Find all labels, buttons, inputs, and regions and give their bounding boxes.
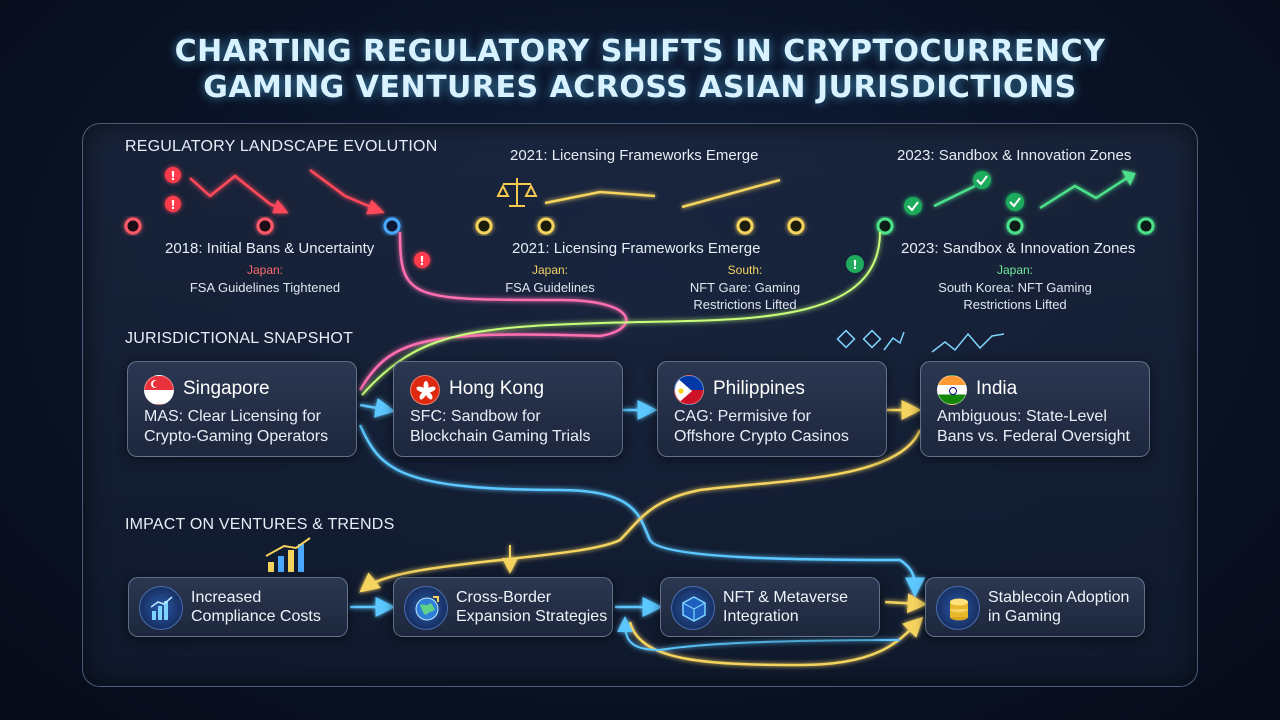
impact-line: Increased — [191, 589, 262, 606]
jurisdiction-name: India — [976, 378, 1018, 399]
main-title-line-1: CHARTING REGULATORY SHIFTS IN CRYPTOCURR… — [174, 34, 1106, 69]
note-text: Restrictions Lifted — [963, 297, 1067, 312]
jurisdiction-description: Ambiguous: State-Level Bans vs. Federal … — [937, 407, 1130, 447]
main-title-line-2: GAMING VENTURES ACROSS ASIAN JURISDICTIO… — [203, 70, 1077, 105]
impact-card-stablecoin[interactable]: Stablecoin Adoption in Gaming — [925, 577, 1145, 637]
timeline-label-2023-top: 2023: Sandbox & Innovation Zones — [897, 147, 1132, 164]
description-line: MAS: Clear Licensing for — [144, 408, 321, 425]
note-key: South: — [727, 263, 763, 277]
bar-chart-icon — [139, 586, 183, 630]
description-line: CAG: Permisive for — [674, 408, 811, 425]
timeline-label-2018: 2018: Initial Bans & Uncertainty — [165, 240, 375, 257]
description-line: Ambiguous: State-Level — [937, 408, 1107, 425]
impact-line: Expansion Strategies — [456, 608, 608, 625]
impact-line: Compliance Costs — [191, 608, 321, 625]
jurisdiction-description: CAG: Permisive for Offshore Crypto Casin… — [674, 407, 849, 447]
jurisdiction-description: SFC: Sandbow for Blockchain Gaming Trial… — [410, 407, 591, 447]
coin-stack-icon — [936, 586, 980, 630]
timeline-label-2021: 2021: Licensing Frameworks Emerge — [512, 240, 761, 257]
globe-icon — [404, 586, 448, 630]
philippines-flag-icon — [674, 375, 704, 405]
impact-card-cross-border[interactable]: Cross-Border Expansion Strategies — [393, 577, 613, 637]
section-title-timeline: REGULATORY LANDSCAPE EVOLUTION — [125, 138, 438, 155]
section-title-impact: IMPACT ON VENTURES & TRENDS — [125, 516, 395, 533]
description-line: SFC: Sandbow for — [410, 408, 541, 425]
impact-text: NFT & Metaverse Integration — [723, 588, 848, 626]
jurisdiction-card-philippines[interactable]: Philippines CAG: Permisive for Offshore … — [657, 361, 887, 457]
impact-card-nft-metaverse[interactable]: NFT & Metaverse Integration — [660, 577, 880, 637]
impact-line: Cross-Border — [456, 589, 552, 606]
cube-icon — [671, 586, 715, 630]
description-line: Crypto-Gaming Operators — [144, 428, 329, 445]
jurisdiction-card-india[interactable]: India Ambiguous: State-Level Bans vs. Fe… — [920, 361, 1150, 457]
jurisdiction-description: MAS: Clear Licensing for Crypto-Gaming O… — [144, 407, 328, 447]
impact-line: Integration — [723, 608, 799, 625]
timeline-label-2023: 2023: Sandbox & Innovation Zones — [901, 240, 1136, 257]
singapore-flag-icon — [144, 375, 174, 405]
timeline-note-japan-2018: Japan: FSA Guidelines Tightened — [180, 262, 350, 296]
note-key: Japan: — [246, 263, 284, 277]
note-text: Restrictions Lifted — [693, 297, 797, 312]
jurisdiction-name: Hong Kong — [449, 378, 545, 399]
impact-text: Increased Compliance Costs — [191, 588, 321, 626]
impact-line: in Gaming — [988, 608, 1061, 625]
jurisdiction-card-hong-kong[interactable]: Hong Kong SFC: Sandbow for Blockchain Ga… — [393, 361, 623, 457]
timeline-note-south-2021: South: NFT Gare: Gaming Restrictions Lif… — [675, 262, 815, 313]
note-text: FSA Guidelines Tightened — [189, 280, 341, 295]
jurisdiction-name: Singapore — [183, 378, 270, 399]
timeline-note-japan-2021: Japan: FSA Guidelines — [480, 262, 620, 296]
jurisdiction-card-singapore[interactable]: Singapore MAS: Clear Licensing for Crypt… — [127, 361, 357, 457]
description-line: Blockchain Gaming Trials — [410, 428, 591, 445]
india-flag-icon — [937, 375, 967, 405]
note-text: NFT Gare: Gaming — [689, 280, 801, 295]
jurisdiction-name: Philippines — [713, 378, 805, 399]
timeline-note-japan-2023: Japan: South Korea: NFT Gaming Restricti… — [935, 262, 1095, 313]
description-line: Offshore Crypto Casinos — [674, 428, 849, 445]
impact-line: Stablecoin Adoption — [988, 589, 1130, 606]
note-text: FSA Guidelines — [505, 280, 595, 295]
note-key: Japan: — [996, 263, 1034, 277]
impact-line: NFT & Metaverse — [723, 589, 849, 606]
description-line: Bans vs. Federal Oversight — [937, 428, 1130, 445]
section-title-snapshot: JURISDICTIONAL SNAPSHOT — [125, 330, 354, 347]
impact-card-compliance-costs[interactable]: Increased Compliance Costs — [128, 577, 348, 637]
hong-kong-flag-icon — [410, 375, 440, 405]
impact-text: Stablecoin Adoption in Gaming — [988, 588, 1129, 626]
note-text: South Korea: NFT Gaming — [938, 280, 1092, 295]
note-key: Japan: — [531, 263, 569, 277]
impact-text: Cross-Border Expansion Strategies — [456, 588, 607, 626]
timeline-label-2021-top: 2021: Licensing Frameworks Emerge — [510, 147, 759, 164]
